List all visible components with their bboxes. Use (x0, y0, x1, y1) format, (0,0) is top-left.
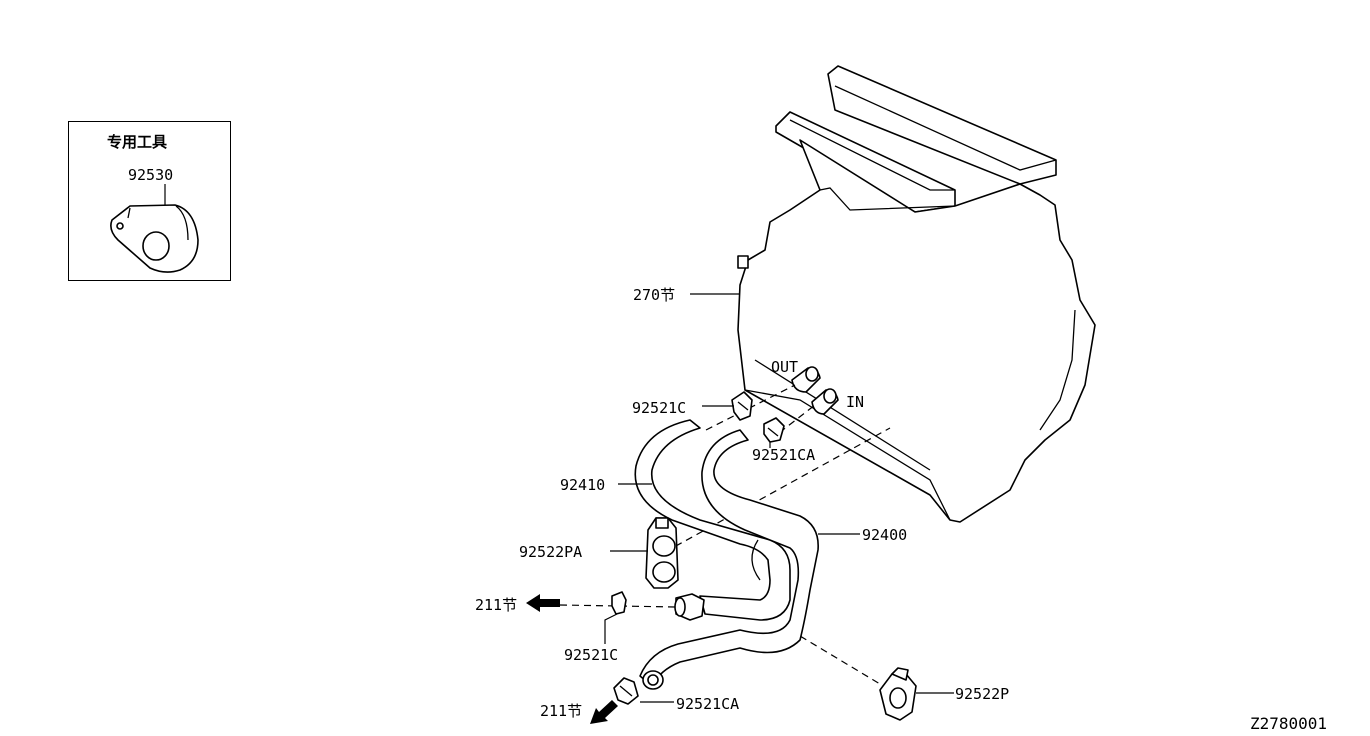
in-label: IN (846, 393, 864, 411)
out-pipe-stub (791, 366, 821, 393)
hose-92410-label: 92410 (560, 476, 605, 494)
clamp-lower-label: 92521C (564, 646, 618, 664)
in-pipe-stub (811, 388, 839, 415)
ref-211-upper-label: 211节 (475, 596, 517, 614)
arrow-211-upper-icon (526, 594, 560, 612)
out-label: OUT (771, 358, 798, 376)
arrow-211-lower-icon (590, 700, 618, 724)
clamp-lower-a-icon (613, 677, 639, 705)
hose-end-lower-211-b (642, 670, 664, 690)
clamp-upper-a-label: 92521CA (752, 446, 815, 464)
ref-211-lower-label: 211节 (540, 702, 582, 720)
in-connection-line (769, 404, 816, 441)
bracket-92522pa-icon (645, 517, 679, 589)
inset-part-number: 92530 (128, 166, 173, 184)
bracket-92522pa-label: 92522PA (519, 543, 582, 561)
hose-end-lower-211 (674, 593, 705, 621)
clamp-lower-leader (604, 613, 618, 644)
bracket-92522p-icon (879, 667, 917, 721)
clamp-upper-a-icon (763, 417, 785, 443)
special-tool-inset (68, 121, 231, 281)
bracket-p-mount-line (789, 629, 891, 691)
clamp-upper-label: 92521C (632, 399, 686, 417)
hose-92400-label: 92400 (862, 526, 907, 544)
bracket-92522p-label: 92522P (955, 685, 1009, 703)
clamp-lower-icon (611, 591, 627, 615)
clamp-lower-a-label: 92521CA (676, 695, 739, 713)
special-tool-icon (110, 204, 199, 273)
hose-92410 (634, 419, 791, 621)
lower-211-connection-line (559, 604, 677, 608)
heater-unit-ref: 270节 (633, 286, 675, 304)
clamp-upper-icon (731, 391, 753, 421)
heater-unit-housing (737, 65, 1096, 523)
inset-title: 专用工具 (107, 133, 167, 151)
diagram-code: Z2780001 (1250, 714, 1327, 733)
